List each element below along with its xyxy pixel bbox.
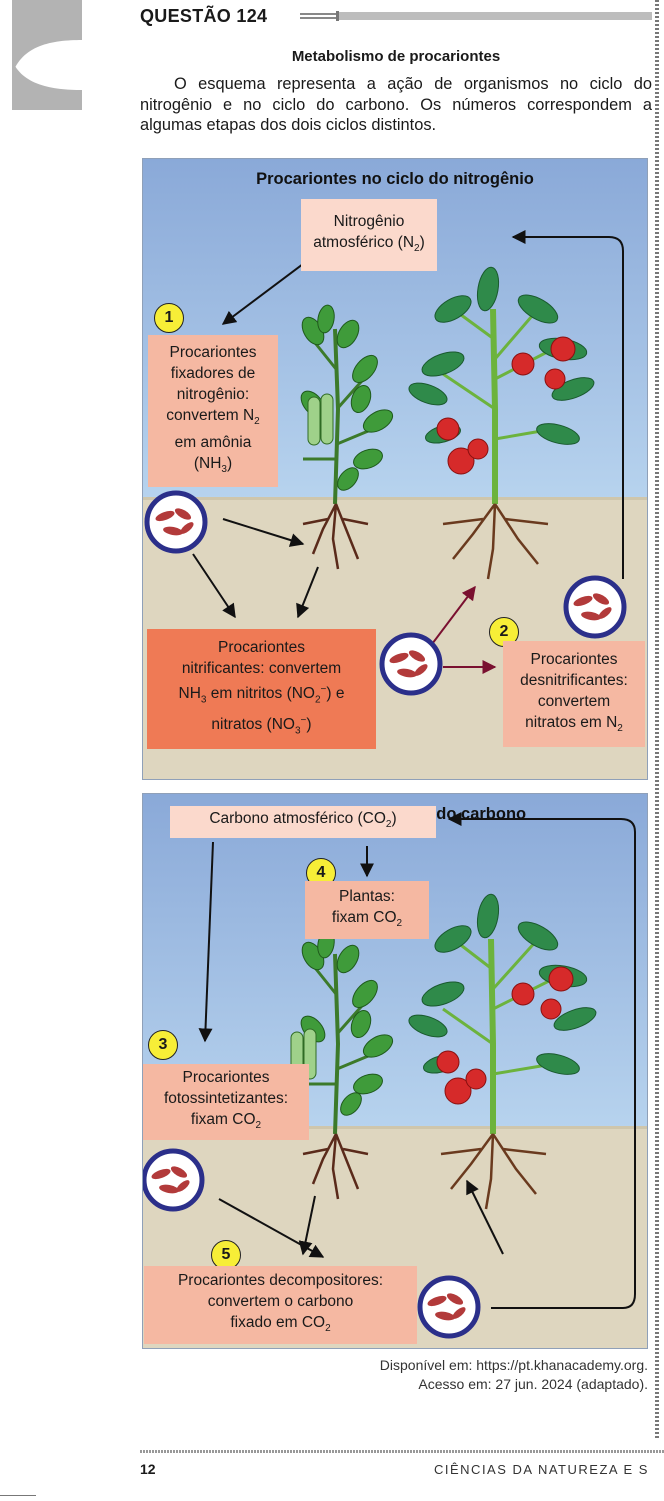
step-1-line: convertem N2 — [166, 406, 260, 427]
step-2-line: convertem — [537, 692, 611, 710]
step-1-line: fixadores de — [170, 364, 256, 382]
microbe-icon — [563, 575, 627, 639]
step-2-line: Procariontes — [530, 650, 618, 668]
footer-section-title: CIÊNCIAS DA NATUREZA E S — [434, 1462, 649, 1477]
step-2-line: nitratos em N2 — [525, 713, 623, 735]
question-title: QUESTÃO 124 — [140, 6, 268, 26]
corner-mark — [0, 1495, 36, 1496]
step-1-line: Procariontes — [169, 343, 257, 361]
nitrifying-line: NH3 em nitritos (NO2−) e — [178, 683, 345, 705]
page-tab-icon — [12, 0, 82, 110]
source-citation: Disponível em: https://pt.khanacademy.or… — [380, 1356, 648, 1394]
atmospheric-carbon-text: Carbono atmosférico (CO2) — [209, 810, 397, 831]
citation-line: Disponível em: https://pt.khanacademy.or… — [379, 1357, 648, 1373]
nitrifying-line: Procariontes — [217, 638, 305, 656]
step-2-line: desnitrificantes: — [520, 671, 628, 689]
step-3-line: fixam CO2 — [190, 1111, 262, 1132]
carbon-cycle-panel: Procariontes no ciclo do carbono Carbono… — [142, 793, 648, 1349]
step-5-decomposers-box: Procariontes decompositores: convertem o… — [144, 1266, 417, 1344]
atmospheric-nitrogen-box: Nitrogênio atmosférico (N2) — [301, 199, 437, 271]
nitrifying-line: nitratos (NO3−) — [211, 715, 312, 737]
step-2-denitrifying-box: Procariontes desnitrificantes: convertem… — [503, 641, 645, 747]
bean-plant-icon — [300, 304, 394, 570]
page-edge-border — [655, 0, 659, 1440]
microbe-icon — [143, 1148, 205, 1212]
footer-rule — [140, 1450, 664, 1453]
step-3-badge: 3 — [148, 1030, 178, 1060]
step-1-fixers-box: Procariontes fixadores de nitrogênio: co… — [148, 335, 278, 487]
step-3-line: Procariontes — [182, 1069, 270, 1087]
bean-plant-icon — [290, 929, 394, 1200]
atmospheric-carbon-box: Carbono atmosférico (CO2) — [170, 806, 436, 838]
tomato-plant-icon — [408, 266, 595, 580]
step-5-line: convertem o carbono — [207, 1293, 354, 1311]
nitrifying-box: Procariontes nitrificantes: convertem NH… — [147, 629, 376, 749]
tomato-plant-icon — [408, 893, 597, 1210]
microbe-icon — [144, 490, 208, 554]
step-4-line: fixam CO2 — [331, 908, 403, 930]
microbe-icon — [379, 632, 443, 696]
arrow-icon — [198, 812, 636, 1309]
step-5-badge: 5 — [211, 1240, 241, 1270]
microbe-icon — [417, 1275, 481, 1339]
question-intro: O esquema representa a ação de organismo… — [140, 75, 652, 134]
header-rule — [300, 11, 652, 21]
nitrogen-cycle-panel: Procariontes no ciclo do nitrogênio Nitr… — [142, 158, 648, 780]
question-header: QUESTÃO 124 — [140, 6, 267, 27]
step-5-line: fixado em CO2 — [230, 1314, 331, 1335]
step-1-line: nitrogênio: — [176, 385, 250, 403]
step-5-line: Procariontes decompositores: — [177, 1272, 384, 1290]
step-3-photosynthetic-box: Procariontes fotossintetizantes: fixam C… — [143, 1064, 309, 1140]
atmospheric-nitrogen-line2: atmosférico (N2) — [313, 233, 425, 255]
step-4-plants-box: Plantas: fixam CO2 — [305, 881, 429, 939]
step-1-badge: 1 — [154, 303, 184, 333]
citation-line: Acesso em: 27 jun. 2024 (adaptado). — [418, 1376, 648, 1392]
nitrifying-line: nitrificantes: convertem — [181, 659, 342, 677]
step-1-line: em amônia — [174, 434, 252, 451]
step-3-line: fotossintetizantes: — [163, 1090, 289, 1108]
question-subtitle: Metabolismo de procariontes — [291, 48, 501, 65]
step-4-line: Plantas: — [338, 887, 395, 905]
page-number: 12 — [140, 1461, 156, 1477]
atmospheric-nitrogen-line1: Nitrogênio — [333, 212, 405, 230]
nitrogen-panel-title: Procariontes no ciclo do nitrogênio — [256, 170, 534, 188]
step-1-line: (NH3) — [193, 455, 233, 476]
